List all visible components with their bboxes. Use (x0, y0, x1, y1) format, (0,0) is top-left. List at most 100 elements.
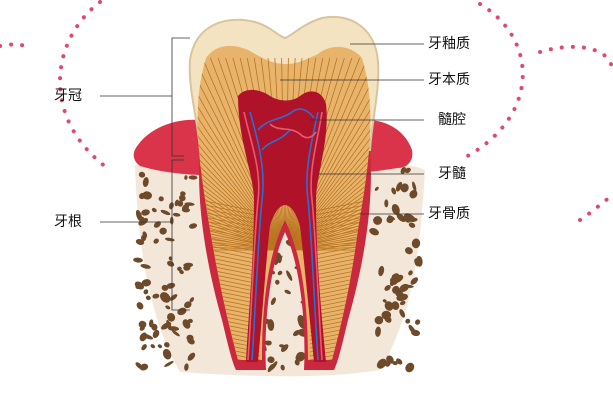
bone-speckle (171, 330, 180, 337)
bone-speckle (376, 358, 387, 369)
bone-speckle (145, 295, 151, 301)
bone-speckle (396, 293, 409, 302)
bone-speckle (280, 364, 285, 371)
bone-speckle (399, 283, 409, 292)
bone-speckle (187, 352, 196, 361)
bone-speckle (135, 283, 142, 289)
bone-speckle (153, 221, 161, 228)
bone-speckle (178, 194, 186, 202)
bone-speckle (395, 181, 403, 192)
bone-speckle (411, 238, 421, 249)
bone-speckle (165, 305, 171, 310)
bone-speckle (400, 183, 409, 193)
bone-speckle (408, 324, 417, 335)
bone-speckle (168, 256, 173, 261)
bone-speckle (286, 270, 293, 281)
bone-speckle (141, 344, 147, 351)
bone-speckle (390, 276, 398, 285)
bone-speckle (296, 351, 305, 359)
bone-speckle (183, 262, 194, 268)
bone-speckle (279, 344, 286, 348)
bone-speckle (405, 318, 411, 324)
bone-speckle (138, 320, 147, 329)
bone-speckle (166, 260, 175, 267)
bone-speckle (409, 189, 418, 199)
bone-speckle (143, 289, 149, 295)
bone-speckle (162, 348, 172, 360)
bone-speckle (400, 167, 407, 174)
bone-speckle (188, 223, 198, 229)
leader-lines (100, 37, 424, 311)
bone-speckle (265, 340, 272, 346)
bone-speckle (139, 192, 146, 200)
bone-speckle (267, 356, 275, 364)
label-crown: 牙冠 (54, 88, 82, 104)
bone-speckle (187, 337, 195, 345)
bone-speckle (414, 319, 421, 325)
bone-speckle (184, 202, 195, 206)
bone-speckle (270, 297, 276, 306)
bone-speckle (399, 300, 406, 306)
bone-speckle (384, 315, 392, 323)
bone-speckle (391, 301, 400, 310)
bone-speckle (153, 238, 159, 244)
bone-speckle (277, 270, 283, 276)
bone-speckle (399, 309, 406, 318)
bone-speckle (184, 363, 189, 371)
bone-speckle (163, 342, 170, 348)
bone-speckle (184, 175, 188, 180)
bone-speckle (385, 360, 391, 367)
bone-speckle (378, 265, 385, 277)
bone-speckle (189, 297, 195, 303)
bone-speckle (410, 277, 419, 285)
bone-speckle (159, 227, 167, 235)
bone-speckle (179, 269, 184, 275)
bone-speckle (141, 209, 150, 216)
bone-speckle (405, 247, 413, 255)
bone-speckle (139, 332, 148, 342)
bone-speckle (382, 299, 387, 303)
bone-speckle (166, 319, 172, 330)
bone-speckle (139, 363, 149, 371)
bone-speckle (374, 315, 384, 325)
bone-speckle (414, 258, 419, 267)
bone-speckle (167, 312, 176, 322)
gum-tissue (133, 119, 413, 175)
bone-speckle (136, 302, 144, 310)
bone-speckle (184, 301, 192, 309)
bone-speckle (181, 203, 190, 211)
bone-speckle (177, 307, 187, 316)
bone-speckle (142, 177, 149, 188)
bone-speckle (152, 293, 160, 299)
bone-speckle (369, 228, 379, 236)
bone-speckle (386, 215, 394, 224)
bone-speckle (157, 344, 163, 349)
bone-speckle (391, 203, 400, 216)
bone-speckle (408, 222, 416, 228)
label-enamel: 牙釉质 (428, 36, 470, 52)
bone-speckle (133, 257, 143, 263)
bone-speckle (135, 209, 143, 222)
bone-speckle (275, 255, 283, 262)
bone-speckle (269, 361, 278, 371)
bone-speckle (166, 282, 176, 289)
bone-speckle (168, 202, 174, 210)
bone-speckle (164, 360, 174, 367)
bone-speckle (280, 344, 289, 352)
bone-speckle (180, 191, 186, 197)
bone-speckle (412, 181, 417, 192)
bone-speckle (284, 289, 291, 295)
bone-speckle (158, 196, 164, 202)
bone-speckle (177, 200, 184, 207)
bone-speckle (160, 209, 171, 216)
bone-speckle (404, 167, 411, 174)
bone-speckle (138, 171, 146, 178)
label-cementum: 牙骨质 (428, 206, 470, 222)
bone-speckle (152, 329, 160, 339)
bone-speckle (294, 359, 300, 366)
bone-speckle (275, 279, 280, 285)
bone-speckle (408, 217, 418, 223)
bone-speckle (140, 234, 147, 242)
bone-speckle (151, 207, 157, 213)
